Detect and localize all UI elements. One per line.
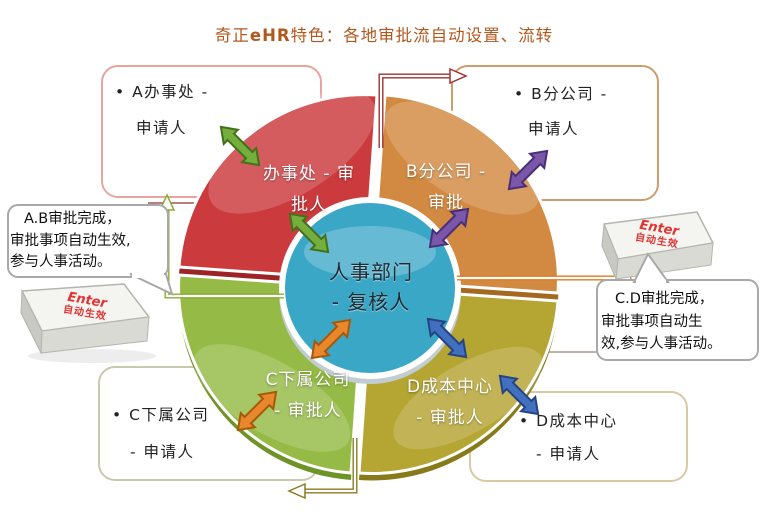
label-office-approver-line2: 批人 bbox=[290, 195, 327, 215]
enter-key-left bbox=[20, 283, 156, 363]
box-b-line1: • B分公司 - bbox=[514, 85, 608, 103]
label-subsidiary-approver-line2: - 审批人 bbox=[274, 401, 342, 421]
callout-right-shape bbox=[596, 252, 759, 361]
callout-right-line3: 效,参与人事活动。 bbox=[601, 336, 722, 352]
label-hr-dept-line2: - 复核人 bbox=[331, 290, 411, 314]
callout-right-line1: C.D审批完成， bbox=[615, 291, 714, 307]
center-circle-gloss bbox=[304, 226, 436, 278]
label-hr-dept-line1: 人事部门 bbox=[329, 260, 413, 284]
callout-left-shape bbox=[7, 204, 174, 296]
label-hr-dept-reviewer: 人事部门 - 复核人 bbox=[329, 257, 413, 317]
title-prefix: 奇正 bbox=[214, 26, 250, 45]
box-a-line1: • A办事处 - bbox=[115, 83, 209, 101]
label-costcenter-approver-line1: D成本中心 bbox=[406, 377, 494, 397]
box-a-line2: 申请人 bbox=[136, 119, 188, 137]
callout-right-line2: 审批事项自动生 bbox=[601, 313, 703, 330]
box-b-line2: 申请人 bbox=[528, 120, 580, 138]
title-suffix: 特色：各地审批流自动设置、流转 bbox=[290, 26, 554, 45]
callout-left-text: A.B审批完成， 审批事项自动生效, 参与人事活动。 bbox=[10, 209, 166, 274]
label-costcenter-approver-line2: - 审批人 bbox=[416, 408, 484, 428]
label-branch-approver: B分公司 - 审批 bbox=[406, 157, 486, 219]
label-subsidiary-approver: C下属公司 - 审批人 bbox=[266, 365, 351, 427]
callout-left-line1: A.B审批完成， bbox=[24, 211, 121, 227]
box-d-line2: - 申请人 bbox=[536, 445, 601, 463]
callout-left-line3: 参与人事活动。 bbox=[10, 254, 112, 270]
enter-key-right bbox=[601, 211, 714, 280]
label-office-approver: 办事处 - 审 批人 bbox=[263, 159, 355, 221]
connector-top-to-b-box bbox=[378, 67, 468, 148]
label-branch-approver-line1: B分公司 - bbox=[405, 162, 487, 182]
box-d-line1: • D成本中心 bbox=[519, 412, 618, 430]
title-brand: eHR bbox=[249, 26, 291, 45]
connector-bottom-to-c-box bbox=[287, 438, 358, 500]
callout-left-line2: 审批事项自动生效, bbox=[10, 232, 131, 249]
box-c-line1: • C下属公司 bbox=[112, 406, 210, 424]
label-costcenter-approver: D成本中心 - 审批人 bbox=[407, 372, 493, 434]
box-c-line2: - 申请人 bbox=[130, 443, 195, 461]
callout-right-text: C.D审批完成， 审批事项自动生 效,参与人事活动。 bbox=[601, 288, 756, 356]
label-subsidiary-approver-line1: C下属公司 bbox=[265, 370, 351, 390]
page-title: 奇正eHR特色：各地审批流自动设置、流转 bbox=[0, 22, 768, 46]
label-office-approver-line1: 办事处 - 审 bbox=[263, 164, 355, 184]
label-branch-approver-line2: 审批 bbox=[427, 193, 464, 213]
